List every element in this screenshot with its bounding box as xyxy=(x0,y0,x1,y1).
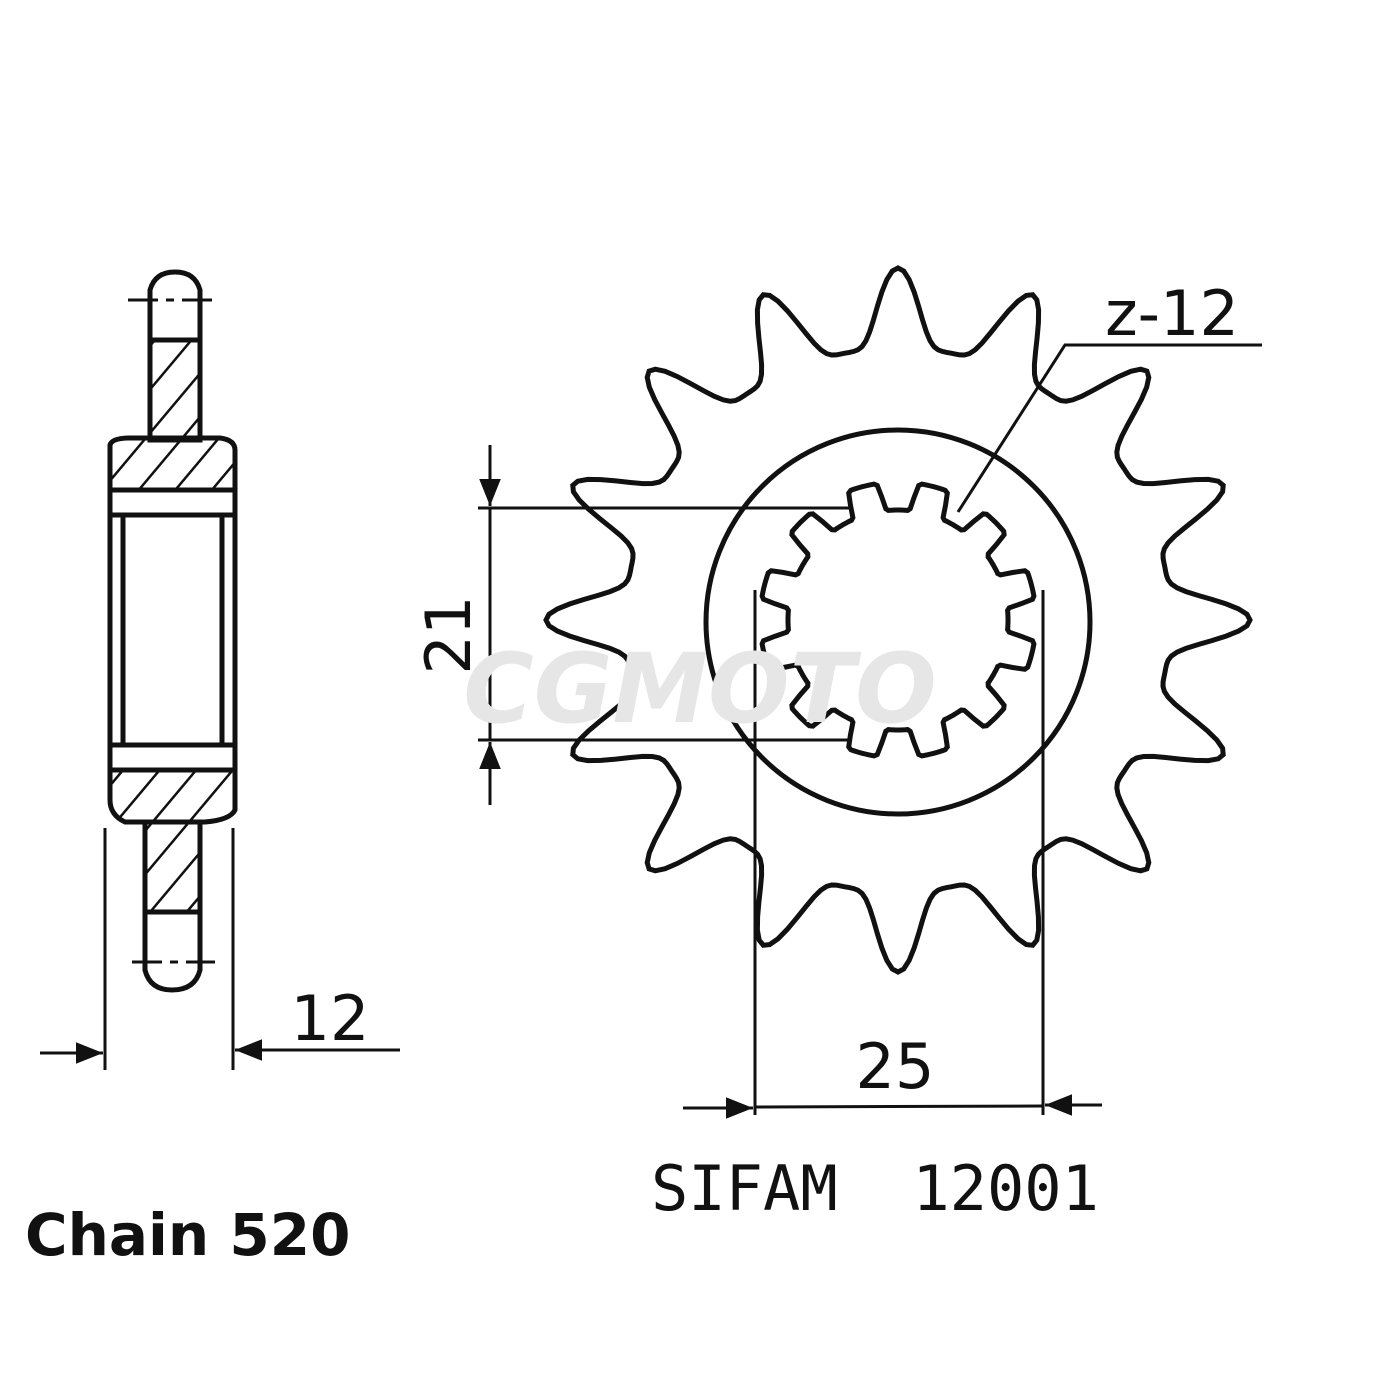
side-hub-top xyxy=(107,435,238,493)
side-hatch-bottom xyxy=(142,819,203,915)
side-bore xyxy=(107,512,238,748)
side-hatch-top xyxy=(147,337,203,443)
dim-21-lines xyxy=(478,445,850,805)
dim-25-lines xyxy=(683,590,1102,1119)
dim-thickness-label: 12 xyxy=(291,982,370,1055)
dim-spline-height-label: 21 xyxy=(412,596,485,675)
side-view xyxy=(40,269,400,1070)
tooth-count-leader xyxy=(956,343,1262,513)
spline-bore xyxy=(759,481,1037,759)
side-chamfer-bottom xyxy=(107,742,238,773)
sprocket-outline xyxy=(543,265,1253,975)
tooth-count-label: z-12 xyxy=(1105,277,1239,350)
side-chamfer-top xyxy=(107,487,238,518)
dim-spline-width-label: 25 xyxy=(856,1030,935,1103)
watermark: CGMOTO xyxy=(463,633,936,745)
chain-label: Chain 520 xyxy=(25,1201,350,1269)
side-tooth-bottom xyxy=(142,909,203,993)
hub-circle xyxy=(703,427,1093,817)
side-hub-bottom xyxy=(107,767,238,825)
part-number: SIFAM 12001 xyxy=(651,1152,1099,1225)
side-tooth-top xyxy=(147,269,203,343)
